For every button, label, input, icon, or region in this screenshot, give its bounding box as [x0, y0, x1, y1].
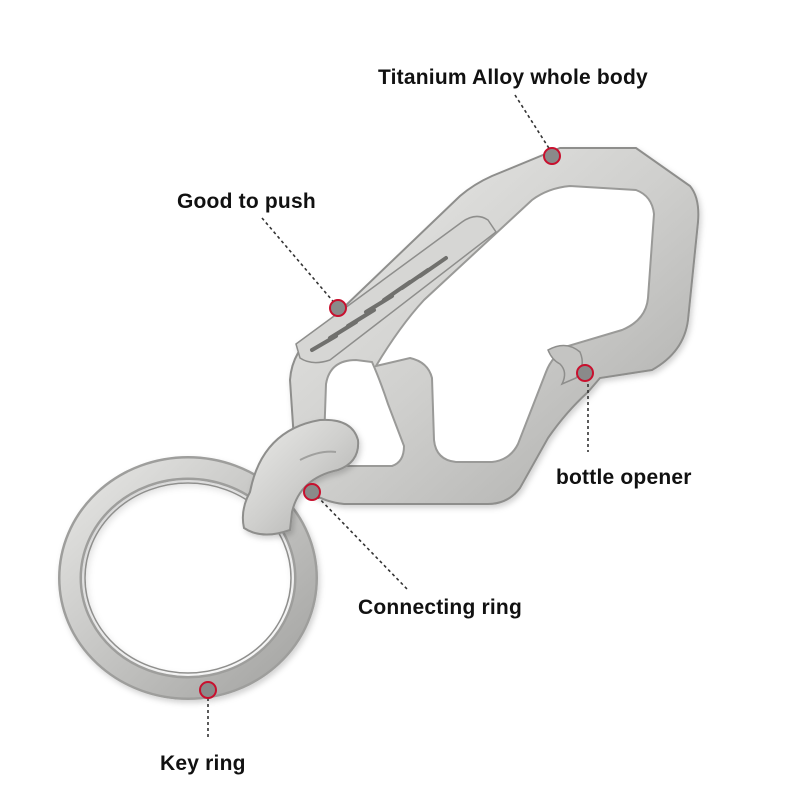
marker-titanium	[543, 147, 561, 165]
marker-bottle	[576, 364, 594, 382]
leader-line-push	[261, 217, 338, 307]
connecting-ring-label: Connecting ring	[358, 596, 522, 619]
marker-push	[329, 299, 347, 317]
good-to-push-label: Good to push	[177, 190, 316, 213]
connecting-ring	[241, 418, 360, 536]
leader-lines	[207, 94, 589, 740]
markers	[199, 147, 594, 699]
marker-connect	[303, 483, 321, 501]
titanium-alloy-label: Titanium Alloy whole body	[378, 66, 648, 89]
grip-ridges	[310, 256, 448, 352]
carabiner-body	[288, 147, 700, 505]
leader-line-connect	[312, 491, 409, 591]
leader-line-titanium	[514, 94, 553, 154]
key-ring	[58, 456, 318, 700]
bottle-opener-label: bottle opener	[556, 466, 692, 489]
key-ring-label: Key ring	[160, 752, 246, 775]
marker-keyring	[199, 681, 217, 699]
